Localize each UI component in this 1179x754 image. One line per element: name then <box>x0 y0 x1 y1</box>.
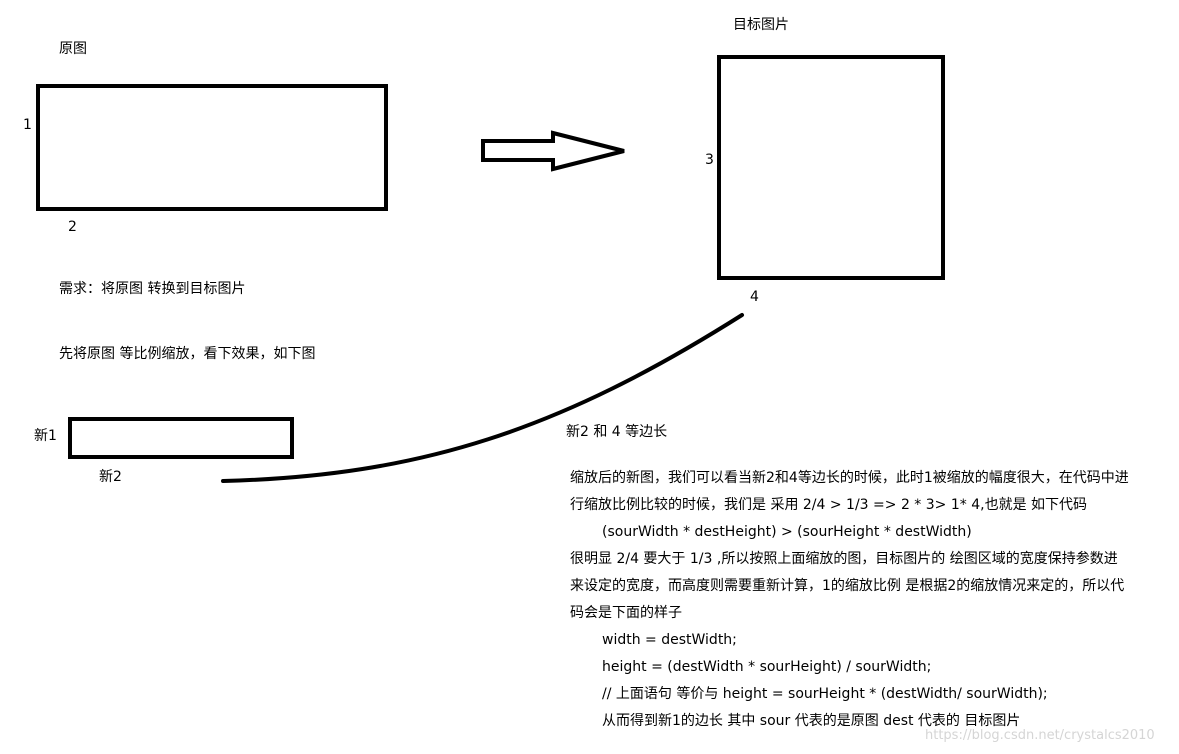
watermark-url: https://blog.csdn.net/crystalcs2010 <box>925 728 1155 743</box>
scaled-rectangle <box>68 417 294 459</box>
code-comment: // 上面语句 等价与 height = sourHeight * (destW… <box>602 686 1048 702</box>
original-rectangle <box>36 84 388 211</box>
step-note: 先将原图 等比例缩放，看下效果，如下图 <box>59 346 316 362</box>
conclusion-line: 从而得到新1的边长 其中 sour 代表的是原图 dest 代表的 目标图片 <box>602 713 1021 729</box>
explanation-line-4: 来设定的宽度，而高度则需要重新计算，1的缩放比例 是根据2的缩放情况来定的，所以… <box>570 578 1125 594</box>
side-1-label: 1 <box>23 117 32 133</box>
curve-connector <box>221 313 744 483</box>
requirement-note: 需求：将原图 转换到目标图片 <box>59 281 246 297</box>
target-square <box>717 55 945 280</box>
explanation-line-2: 行缩放比例比较的时候，我们是 采用 2/4 > 1/3 => 2 * 3> 1*… <box>570 497 1088 513</box>
new-1-label: 新1 <box>34 428 57 444</box>
explanation-line-3: 很明显 2/4 要大于 1/3 ,所以按照上面缩放的图，目标图片的 绘图区域的宽… <box>570 551 1118 567</box>
code-height: height = (destWidth * sourHeight) / sour… <box>602 659 932 675</box>
side-3-label: 3 <box>705 152 714 168</box>
side-4-label: 4 <box>750 289 759 305</box>
target-title: 目标图片 <box>733 17 789 33</box>
side-2-label: 2 <box>68 219 77 235</box>
code-compare: (sourWidth * destHeight) > (sourHeight *… <box>602 524 972 540</box>
right-arrow-icon <box>481 130 625 172</box>
explanation-line-5: 码会是下面的样子 <box>570 605 682 621</box>
equal-sides-note: 新2 和 4 等边长 <box>566 424 668 440</box>
explanation-line-1: 缩放后的新图，我们可以看当新2和4等边长的时候，此时1被缩放的幅度很大，在代码中… <box>570 470 1129 486</box>
new-2-label: 新2 <box>99 469 122 485</box>
code-width: width = destWidth; <box>602 632 737 648</box>
original-title: 原图 <box>59 41 87 57</box>
explanation-block: 缩放后的新图，我们可以看当新2和4等边长的时候，此时1被缩放的幅度很大，在代码中… <box>570 465 1129 735</box>
